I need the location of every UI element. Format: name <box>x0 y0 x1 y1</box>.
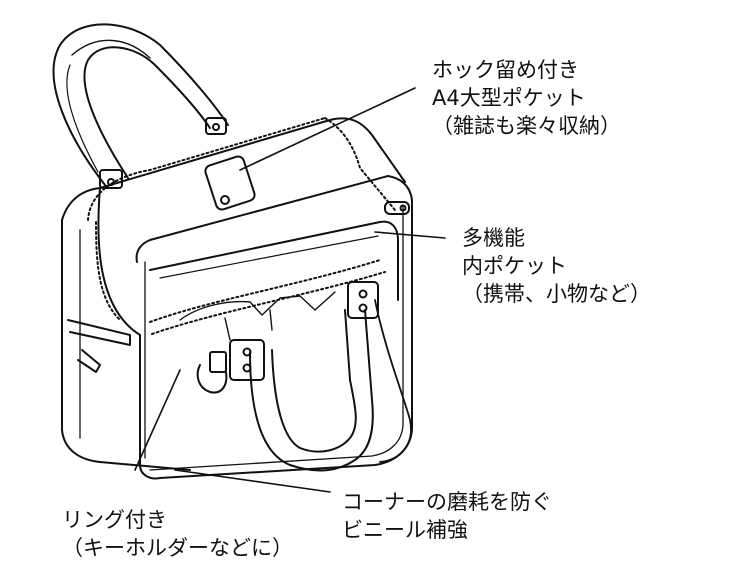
inner-pocket-flaps <box>179 291 336 341</box>
zipper-lines <box>87 117 396 335</box>
inner-pocket-label-line1: 多機能 <box>462 226 525 250</box>
bag-body <box>61 117 413 480</box>
side-vinyl <box>67 319 131 373</box>
a4-pocket-label: ホック留め付き A4大型ポケット （雑誌も楽々収納） <box>432 56 621 140</box>
d-ring <box>196 351 228 394</box>
corner-vinyl-label-line1: コーナーの磨耗を防ぐ <box>342 490 552 514</box>
leader-lines <box>134 87 446 493</box>
a4-pocket-label-line1: ホック留め付き <box>432 58 579 82</box>
a4-pocket-label-line2: A4大型ポケット <box>432 86 586 110</box>
inner-pocket-label-line3: （携帯、小物など） <box>462 282 651 306</box>
corner-vinyl-label-line2: ビニール補強 <box>342 518 468 542</box>
handle-tab <box>204 155 256 211</box>
corner-vinyl-label: コーナーの磨耗を防ぐ ビニール補強 <box>342 488 552 544</box>
shoulder-strap <box>52 23 229 189</box>
inner-pocket-label-line2: 内ポケット <box>462 254 567 278</box>
front-handles <box>229 281 412 472</box>
ring-label: リング付き （キーホルダーなどに） <box>62 506 293 562</box>
a4-pocket-label-line3: （雑誌も楽々収納） <box>432 114 621 138</box>
ring-label-line2: （キーホルダーなどに） <box>62 536 293 560</box>
inner-pocket-label: 多機能 内ポケット （携帯、小物など） <box>462 224 651 308</box>
zipper-pull <box>384 201 410 215</box>
ring-label-line1: リング付き <box>62 508 167 532</box>
